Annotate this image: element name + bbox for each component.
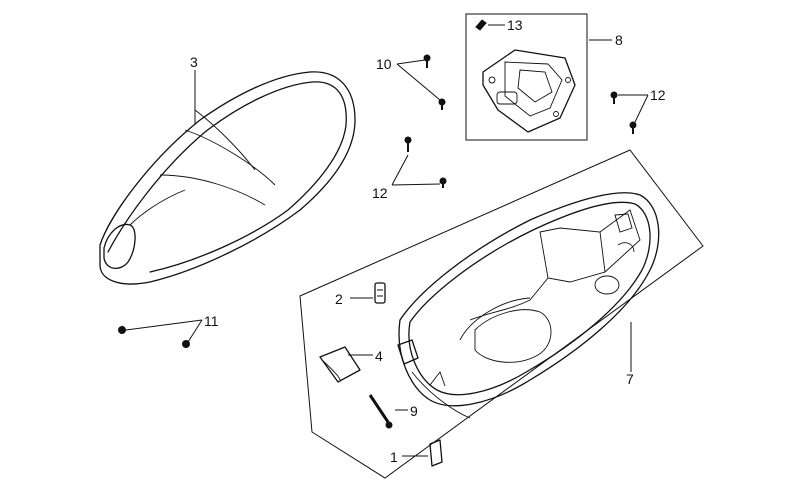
- clip-part-1: [429, 439, 443, 467]
- leader-lines: [125, 24, 649, 457]
- pad-part-4: [319, 346, 361, 383]
- clip-part-2: [374, 282, 386, 304]
- screws-part-12: [404, 91, 637, 188]
- callout-labels: 3 10 13 8 12 12 11 2 4 9 1 7: [190, 17, 666, 465]
- callout-11: 11: [204, 313, 219, 329]
- callout-9: 9: [410, 403, 418, 419]
- seat-part-3: [99, 71, 356, 285]
- callout-12-center: 12: [372, 185, 388, 201]
- bolt-part-9: [368, 394, 393, 429]
- screw-part-13: [475, 19, 487, 31]
- screws-part-10: [423, 54, 446, 110]
- callout-10: 10: [376, 56, 392, 72]
- callout-7: 7: [626, 371, 634, 387]
- box-frame-8: [465, 13, 588, 141]
- luggage-box-part-7: [397, 192, 660, 419]
- callout-3: 3: [190, 54, 198, 70]
- callout-8: 8: [615, 32, 623, 48]
- callout-1: 1: [390, 449, 398, 465]
- callout-4: 4: [375, 348, 383, 364]
- callout-13: 13: [507, 17, 523, 33]
- cover-part-8: [482, 49, 576, 133]
- callout-12-right: 12: [650, 87, 666, 103]
- callout-2: 2: [335, 291, 343, 307]
- screws-part-11: [118, 326, 190, 348]
